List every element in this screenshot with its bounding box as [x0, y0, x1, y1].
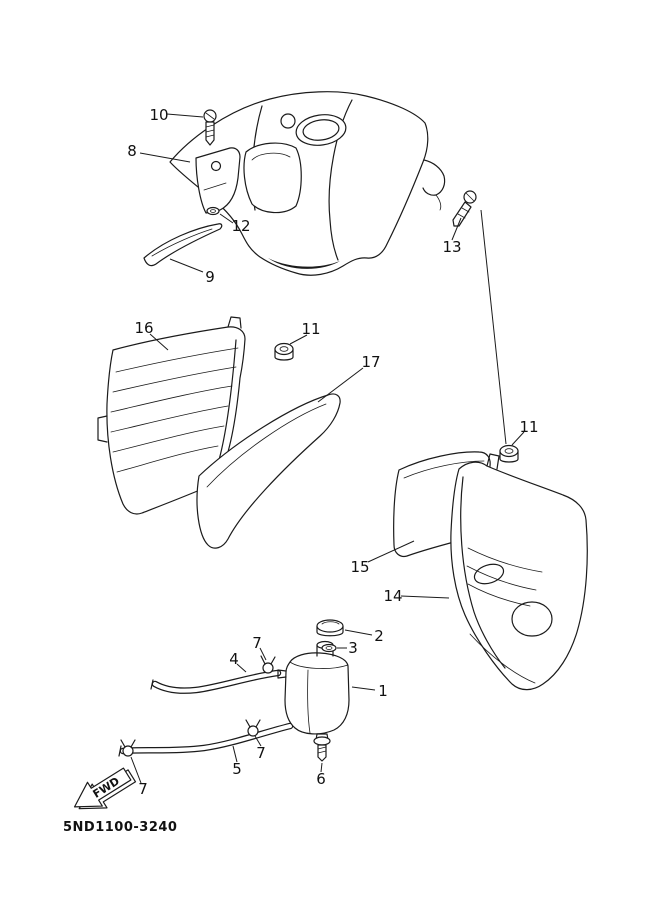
- leader-lines: [130, 113, 525, 784]
- screw-10: [203, 109, 217, 146]
- trim-piece-9: [143, 223, 223, 267]
- side-cover-14: [450, 453, 588, 691]
- reservoir-tank-1: [277, 640, 350, 735]
- callout-7-top: 7: [252, 634, 262, 652]
- callout-9: 9: [205, 268, 215, 286]
- callout-15: 15: [350, 558, 369, 576]
- callout-2: 2: [374, 627, 384, 645]
- part-code: 5ND1100-3240: [63, 820, 177, 835]
- washer-12: [206, 206, 220, 216]
- callout-17: 17: [361, 353, 380, 371]
- callout-12: 12: [231, 217, 250, 235]
- callout-11-left: 11: [301, 320, 320, 338]
- callout-13: 13: [442, 238, 461, 256]
- callout-6: 6: [316, 770, 326, 788]
- screw-13: [452, 190, 477, 227]
- panel-17: [196, 393, 341, 549]
- callout-labels: 10 8 12 9 13 16 11 17 11 15 14 2 3 7 4 1…: [127, 106, 538, 798]
- callout-11-right: 11: [519, 418, 538, 436]
- callout-14: 14: [383, 587, 402, 605]
- callout-10: 10: [149, 106, 168, 124]
- fwd-direction-arrow: FWD: [73, 767, 137, 810]
- ring-3: [321, 643, 337, 653]
- fuel-cap-opening: [280, 113, 347, 146]
- cap-2: [316, 619, 344, 637]
- fuel-tank-cover: [169, 91, 446, 276]
- hose-5: [118, 722, 294, 757]
- clamp-7-top: [260, 655, 276, 674]
- callout-4: 4: [229, 650, 239, 668]
- callout-1: 1: [378, 682, 388, 700]
- callout-7-bottom: 7: [138, 780, 148, 798]
- bolt-6: [313, 733, 331, 762]
- grommet-11-right: [499, 444, 519, 463]
- tank-bracket: [195, 147, 241, 214]
- grommet-11-left: [274, 342, 294, 361]
- callout-7-middle: 7: [256, 744, 266, 762]
- callout-8: 8: [127, 142, 137, 160]
- callout-16: 16: [134, 319, 153, 337]
- hose-4: [150, 669, 282, 694]
- callout-5: 5: [232, 760, 242, 778]
- tank-right-bracket: [422, 159, 446, 196]
- clamp-7-bottom: [120, 739, 136, 757]
- callout-3: 3: [348, 639, 358, 657]
- clamp-7-middle: [245, 719, 261, 737]
